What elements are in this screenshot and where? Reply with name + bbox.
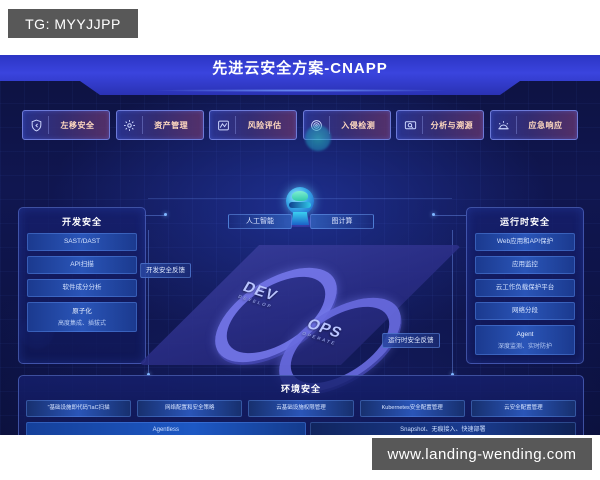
chip-agent[interactable]: Agent 深度监测、实时防护	[475, 325, 575, 355]
connector-dot-bottom-right	[451, 373, 454, 376]
environment-wide-row: Agentless Snapshot、无痕接入、快速部署	[19, 417, 583, 435]
chip-snapshot-deploy[interactable]: Snapshot、无痕接入、快速部署	[309, 422, 576, 435]
panel-environment-security: 环境安全 "基础设施即代码"IaC扫描 网络配置和安全策略 云基础设施权限管理 …	[18, 375, 584, 435]
label-dev-security-feedback: 开发安全反馈	[140, 263, 191, 278]
chip-line-1: Agent	[516, 331, 534, 338]
chip-cwpp[interactable]: 云工作负载保护平台	[475, 279, 575, 297]
chip-network-policy[interactable]: 网络配置和安全策略	[137, 400, 243, 417]
panel-development-security: 开发安全 SAST/DAST API扫描 软件成分分析 原子化 高度集成、插拔式	[18, 207, 146, 364]
chip-iac-scan[interactable]: "基础设施即代码"IaC扫描	[26, 400, 132, 417]
chip-app-monitoring[interactable]: 应用监控	[475, 256, 575, 274]
chip-line-2: 高度集成、插拔式	[57, 321, 106, 327]
chip-line-2: 深度监测、实时防护	[497, 344, 552, 350]
chip-api-scan[interactable]: API扫描	[27, 256, 137, 274]
label-graph-computing: 图计算	[310, 214, 374, 229]
shield-left-icon	[23, 111, 49, 139]
connector-left-vertical	[148, 230, 149, 375]
chip-line-1: 原子化	[72, 308, 92, 315]
pill-asset-management[interactable]: 资产管理	[115, 110, 204, 140]
pill-label: 左移安全	[60, 120, 95, 130]
robot-body	[291, 212, 309, 225]
risk-gauge-icon	[210, 111, 236, 139]
connector-dot-right	[432, 213, 435, 216]
chip-agentless[interactable]: Agentless	[26, 422, 306, 435]
bottom-watermark-badge: www.landing-wending.com	[372, 438, 592, 470]
panel-title: 环境安全	[280, 384, 321, 394]
label-artificial-intelligence: 人工智能	[228, 214, 292, 229]
alarm-response-icon	[491, 111, 517, 139]
chip-sast-dast[interactable]: SAST/DAST	[27, 233, 137, 251]
ai-robot-icon	[283, 187, 317, 229]
chip-atomization[interactable]: 原子化 高度集成、插拔式	[27, 302, 137, 332]
page-title: 先进云安全方案-CNAPP	[212, 60, 388, 77]
chip-network-segmentation[interactable]: 网络分段	[475, 302, 575, 320]
pill-label: 风险评估	[247, 120, 282, 130]
chip-cspm[interactable]: 云安全配置管理	[470, 400, 577, 417]
connector-right-vertical	[452, 230, 453, 375]
assets-gear-icon	[117, 111, 143, 139]
chip-sca[interactable]: 软件成分分析	[27, 279, 137, 297]
connector-left-top	[144, 215, 166, 216]
connector-right-top	[434, 215, 466, 216]
pill-emergency-response[interactable]: 应急响应	[489, 110, 578, 140]
panel-title: 开发安全	[61, 217, 102, 227]
panel-title: 运行时安全	[499, 217, 550, 227]
environment-chip-row: "基础设施即代码"IaC扫描 网络配置和安全策略 云基础设施权限管理 Kuber…	[19, 400, 583, 417]
connector-dot-bottom-left	[147, 373, 150, 376]
pill-label: 应急响应	[528, 120, 563, 130]
pill-analysis-traceback[interactable]: 分析与溯源	[396, 110, 485, 140]
bottom-watermark-text: www.landing-wending.com	[387, 445, 577, 463]
banner-glow	[150, 89, 450, 92]
banner-shape	[0, 55, 600, 95]
label-runtime-security-feedback: 运行时安全反馈	[382, 333, 440, 348]
decor-blob-teal	[305, 125, 331, 151]
robot-brain	[292, 191, 308, 201]
pill-risk-assessment[interactable]: 风险评估	[209, 110, 298, 140]
pill-label: 资产管理	[154, 120, 189, 130]
analysis-search-icon	[397, 111, 423, 139]
top-watermark-badge: TG: MYYJJPP	[8, 9, 138, 38]
capability-pill-row: 左移安全 资产管理 风险评估	[22, 110, 578, 140]
chip-ciem[interactable]: 云基础设施权限管理	[248, 400, 354, 417]
panel-runtime-security: 运行时安全 Web应用和API保护 应用监控 云工作负载保护平台 网络分段 Ag…	[466, 207, 584, 364]
pill-label: 入侵检测	[341, 120, 376, 130]
pill-shift-left-security[interactable]: 左移安全	[22, 110, 110, 140]
central-illustration: DEV DEVELOP OPS OPERATE 人工智能 图计算 开发安全反馈 …	[150, 185, 450, 412]
pill-label: 分析与溯源	[430, 120, 474, 130]
top-watermark-text: TG: MYYJJPP	[25, 15, 121, 32]
connector-dot-left	[164, 213, 167, 216]
robot-visor	[289, 202, 311, 208]
poster-image: 先进云安全方案-CNAPP 左移安全 资产管理	[0, 55, 600, 435]
chip-k8s-config[interactable]: Kubernetes安全配置管理	[359, 400, 465, 417]
chip-waap[interactable]: Web应用和API保护	[475, 233, 575, 251]
